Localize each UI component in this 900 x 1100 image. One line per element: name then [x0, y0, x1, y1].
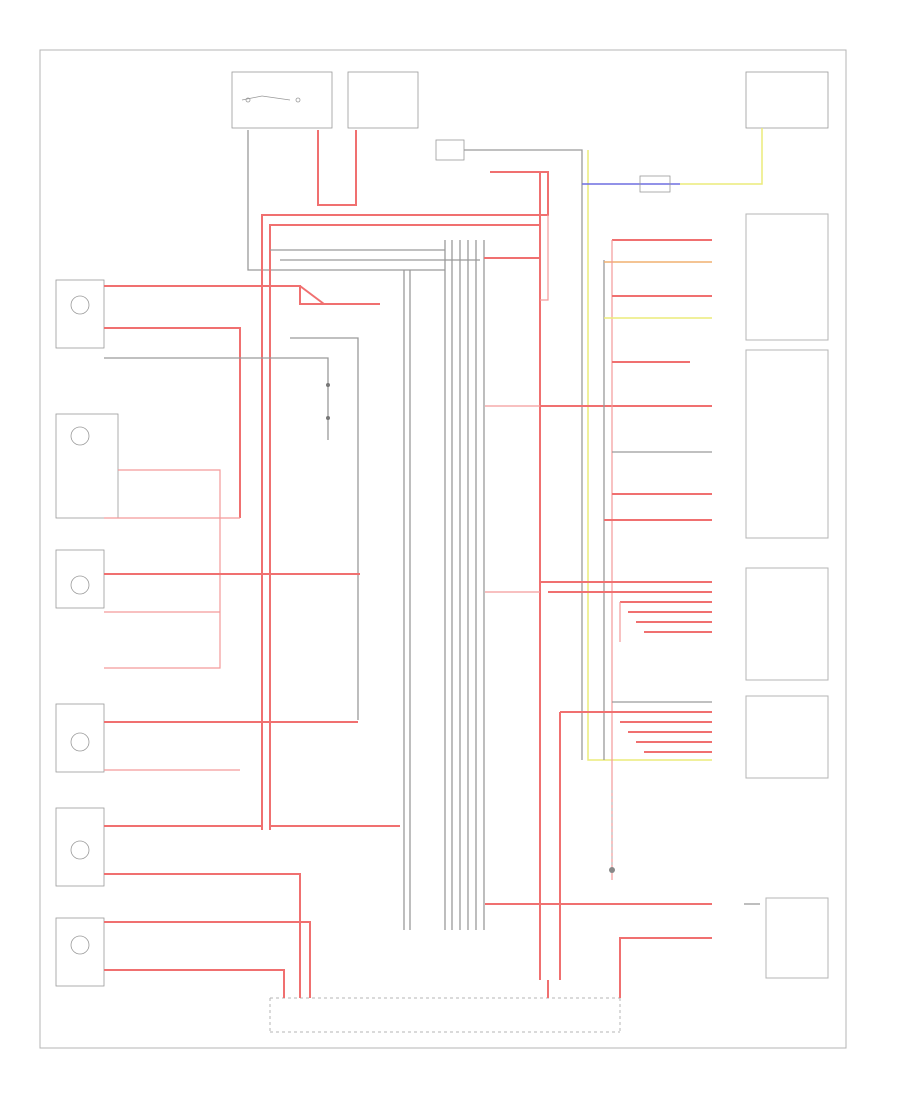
- driver-window-switch: [55, 549, 105, 609]
- dimmer-switch: [55, 917, 105, 987]
- ign-gray-trunk: [247, 130, 445, 271]
- ignition-light: [55, 279, 105, 349]
- underhood-fuse: [745, 71, 829, 129]
- passenger-window-switch: [55, 703, 105, 773]
- fuse-gray-line: [464, 149, 583, 760]
- yellow-line: [587, 150, 712, 761]
- ignition-switch: [231, 71, 333, 129]
- ign-red-trunk: [317, 130, 357, 206]
- dashboard-light-switch: [55, 413, 119, 519]
- under-dash-relay: [745, 567, 829, 681]
- fuse-box: [347, 71, 419, 129]
- diagram-border: [39, 49, 847, 1049]
- yellow-top: [680, 128, 763, 185]
- fuse-10a: [435, 139, 465, 161]
- red-bus-top: [261, 171, 549, 830]
- gauge-assembly: [745, 349, 829, 539]
- key-warning-switch: [609, 790, 615, 873]
- rear-window-switch: [55, 807, 105, 887]
